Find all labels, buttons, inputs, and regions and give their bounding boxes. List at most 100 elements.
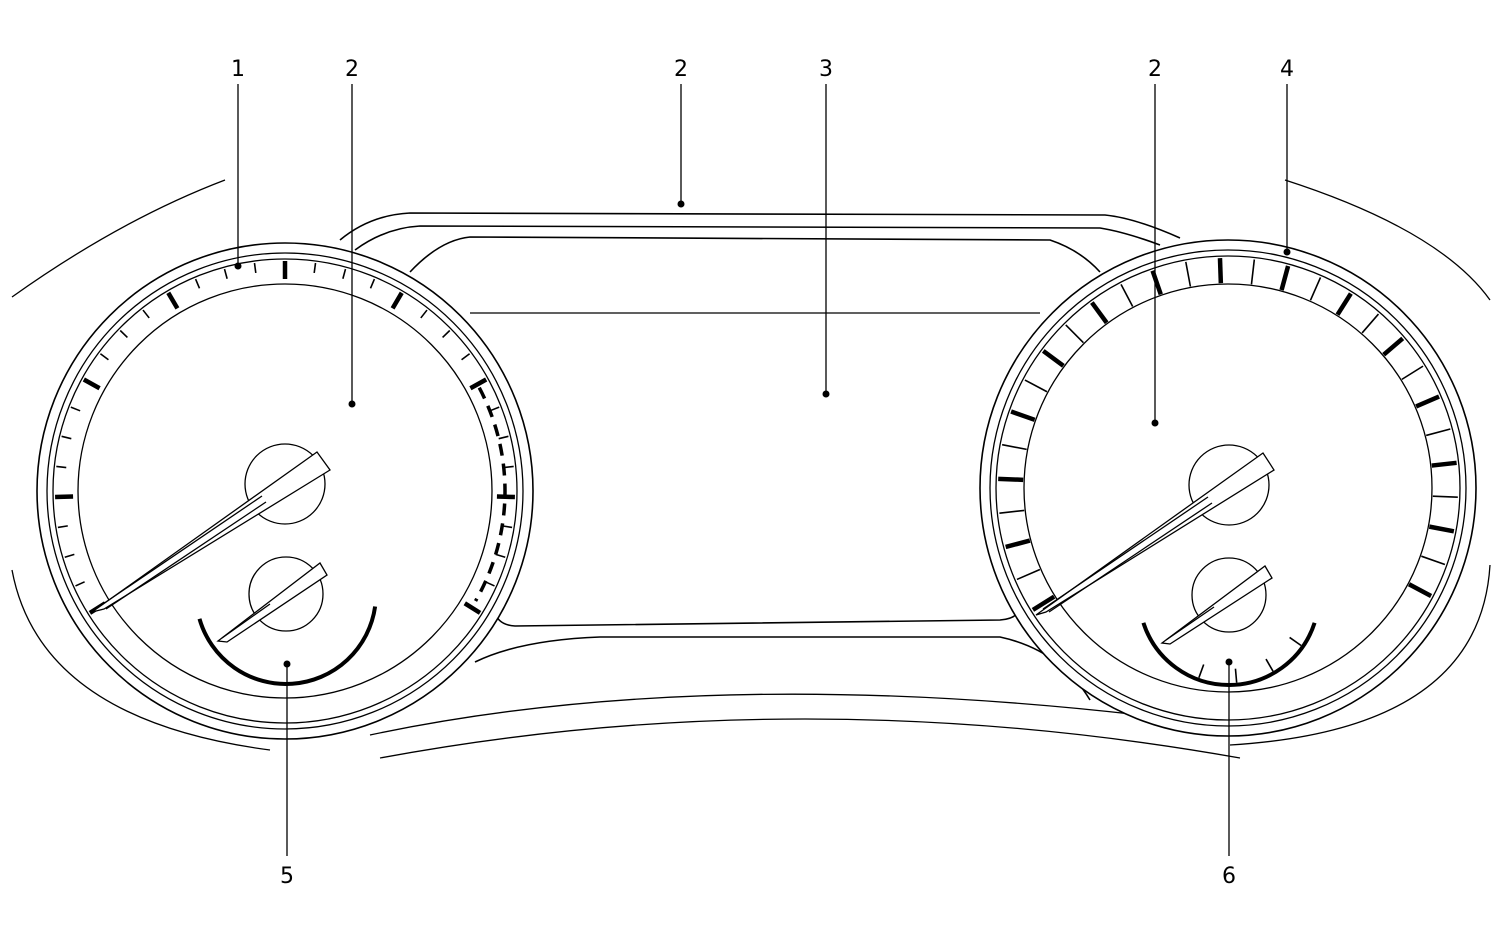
right-needle-stripe-2 (1048, 502, 1213, 613)
callout-2a-label: 2 (345, 57, 359, 82)
right-tick-0 (1031, 594, 1056, 612)
left-needle-stripe-2 (105, 501, 267, 610)
right-sub-tick-2 (1234, 668, 1238, 683)
left-tick-23 (461, 353, 471, 361)
display-frame-top (409, 236, 1101, 273)
left-tick-6 (61, 435, 72, 440)
left-tick-17 (313, 262, 317, 274)
callout-2b-label: 2 (674, 57, 688, 82)
callout-2b-dot (677, 200, 685, 208)
left-tick-26 (498, 435, 509, 440)
bezel-inner-top (354, 225, 1161, 251)
shroud-right-upper (1284, 179, 1491, 301)
left-red-zone-arc (474, 386, 507, 602)
left-gauge-needle (91, 451, 331, 613)
left-tick-21 (420, 309, 428, 319)
shroud-right-lower (1229, 564, 1491, 746)
right-tick-26 (1428, 524, 1455, 534)
right-tick-27 (1421, 555, 1446, 566)
left-needle-stripe (99, 495, 263, 607)
right-tick-12 (1150, 269, 1163, 296)
right-tick-19 (1361, 313, 1380, 334)
left-tick-14 (223, 268, 228, 279)
right-tick-24 (1431, 460, 1457, 468)
callout-6-dot (1225, 658, 1233, 666)
right-subgauge-ticks (1198, 636, 1302, 683)
callout-1-dot (234, 262, 242, 270)
left-tick-3 (57, 525, 68, 529)
left-subgauge-scale (197, 606, 378, 686)
left-tick-32 (463, 601, 482, 615)
right-tick-5 (1001, 443, 1027, 451)
callout-3-label: 3 (819, 57, 833, 82)
right-sub-tick-3 (1198, 664, 1205, 678)
right-tick-23 (1425, 428, 1451, 437)
shroud-bottom-inner (369, 693, 1141, 736)
display-frame-bottom (494, 609, 1021, 627)
right-gauge-scale-outer (995, 255, 1461, 721)
left-tick-15 (253, 262, 257, 274)
callout-5-label: 5 (280, 864, 294, 889)
left-gauge-rim-inner (46, 252, 524, 730)
right-tick-1 (1016, 568, 1041, 581)
right-tick-8 (1041, 349, 1065, 368)
right-sub-tick-1 (1265, 658, 1274, 672)
callout-4-dot (1283, 248, 1291, 256)
right-tick-4 (998, 476, 1024, 483)
left-tick-12 (166, 291, 180, 310)
bezel-outer-top (339, 212, 1181, 241)
callout-2c-label: 2 (1148, 57, 1162, 82)
shroud-bottom-outer (379, 718, 1241, 759)
left-tick-18 (342, 268, 347, 279)
right-tick-2 (1005, 538, 1031, 550)
right-tick-3 (999, 509, 1025, 514)
bezel-lower (474, 636, 1091, 701)
right-tick-10 (1090, 301, 1109, 325)
right-tick-18 (1335, 292, 1353, 316)
callout-2c: 2 (1148, 57, 1162, 427)
right-tick-28 (1407, 582, 1433, 598)
left-tick-5 (56, 465, 67, 469)
right-gauge-scale-inner (1023, 283, 1433, 693)
right-subneedle-stripe (1165, 606, 1215, 641)
right-tick-16 (1279, 265, 1291, 291)
shroud-left-upper (11, 179, 226, 298)
shroud-left-lower (11, 569, 271, 751)
right-tick-13 (1185, 261, 1192, 287)
left-tick-8 (82, 377, 101, 391)
callout-3: 3 (819, 57, 833, 398)
right-tick-15 (1250, 259, 1256, 285)
left-tick-9 (99, 353, 109, 361)
left-gauge-scale-inner (77, 283, 493, 699)
callouts: 1 2 2 3 2 4 5 (231, 57, 1294, 889)
right-tick-6 (1010, 409, 1036, 422)
left-gauge-scale-outer (52, 258, 518, 724)
callout-1-label: 1 (231, 57, 245, 82)
right-tick-17 (1309, 277, 1322, 301)
callout-4-label: 4 (1280, 57, 1294, 82)
callout-5-dot (283, 660, 291, 668)
callout-1: 1 (231, 57, 245, 270)
right-gauge-hub (1188, 444, 1270, 526)
left-tick-7 (70, 406, 81, 412)
callout-2a: 2 (345, 57, 359, 408)
left-subgauge-hub (248, 556, 324, 632)
right-tick-11 (1120, 284, 1134, 307)
left-gauge-speedometer (36, 242, 534, 740)
left-subneedle-stripe (221, 603, 271, 639)
dashboard-shroud (11, 179, 1491, 759)
callout-2a-dot (348, 400, 356, 408)
left-gauge-red-zone (474, 386, 507, 602)
callout-6: 6 (1222, 658, 1236, 889)
left-tick-19 (369, 278, 376, 289)
callout-6-label: 6 (1222, 864, 1236, 889)
left-tick-10 (119, 329, 128, 339)
callout-4: 4 (1280, 57, 1294, 256)
left-tick-13 (194, 278, 201, 289)
callout-2c-dot (1151, 419, 1159, 427)
left-tick-11 (142, 309, 150, 319)
right-sub-tick-0 (1289, 636, 1302, 647)
left-tick-20 (390, 291, 404, 310)
